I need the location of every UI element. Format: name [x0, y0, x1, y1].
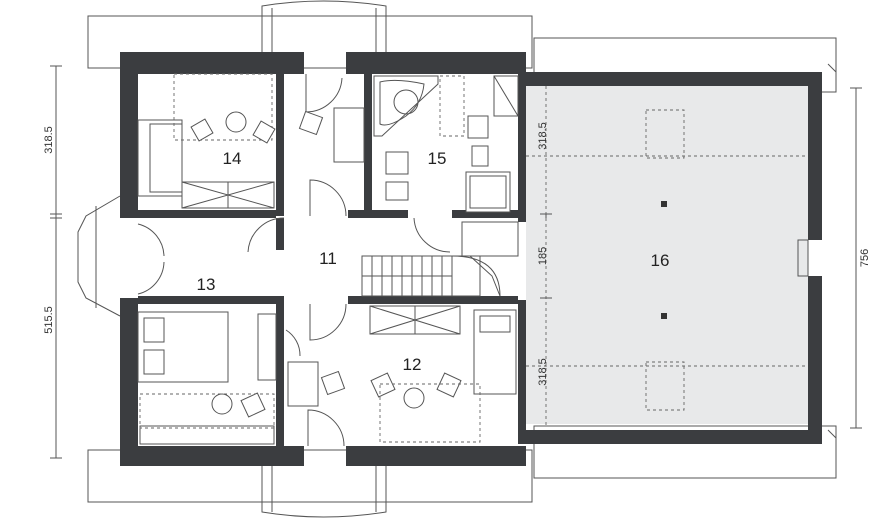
walls [120, 52, 822, 466]
room-14-furniture [137, 73, 365, 209]
attic-area-fill [526, 82, 808, 424]
room-label-14: 14 [223, 149, 242, 168]
bay-window-top [261, 0, 387, 54]
room-label-12: 12 [403, 355, 422, 374]
doors [137, 74, 451, 447]
dim-inner-mid: 185 [537, 247, 549, 265]
room-label-11: 11 [319, 249, 337, 268]
room-15-bathroom [373, 75, 519, 213]
room-label-13: 13 [197, 275, 216, 294]
room-13-furniture [137, 311, 277, 445]
attic-dashed-lines [526, 86, 809, 426]
room-label-16: 16 [651, 251, 670, 270]
dim-inner-bottom: 318.5 [537, 358, 549, 386]
dim-left-bottom: 515.5 [43, 306, 55, 334]
dim-right-total: 756 [859, 249, 871, 267]
bay-window-left [77, 195, 121, 317]
dim-inner-top: 318.5 [537, 122, 549, 150]
room-12-furniture [287, 305, 517, 443]
bay-window-bottom [261, 462, 387, 518]
stairs [361, 221, 519, 297]
dimension-lines [50, 63, 862, 459]
dim-left-top: 318.5 [43, 126, 55, 154]
room-label-15: 15 [428, 149, 447, 168]
